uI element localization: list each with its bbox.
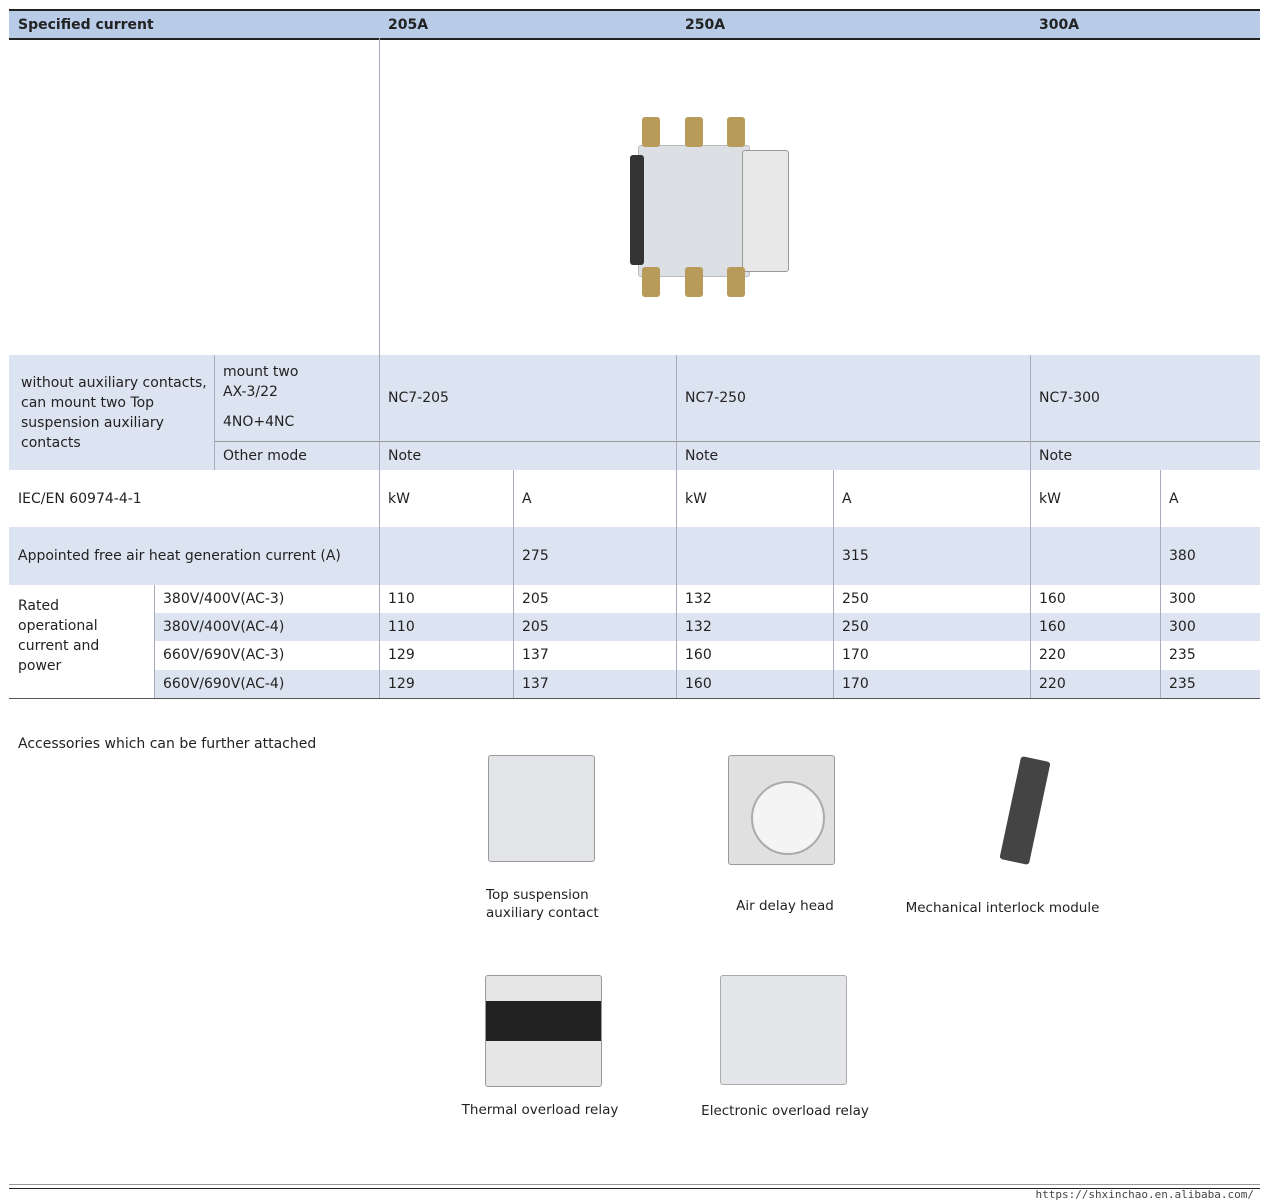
unit: A xyxy=(842,490,852,507)
rated-value: 160 xyxy=(685,676,712,692)
model-250: NC7-250 xyxy=(676,355,1030,441)
unit: kW xyxy=(1039,490,1061,507)
rated-value: 300 xyxy=(1169,591,1196,607)
iec-label: IEC/EN 60974-4-1 xyxy=(18,490,142,507)
rated-value: 300 xyxy=(1169,619,1196,635)
air-delay-head-image xyxy=(728,755,835,865)
rated-value: 110 xyxy=(388,591,415,607)
rated-value: 205 xyxy=(522,591,549,607)
unit: A xyxy=(522,490,532,507)
voltage-label: 660V/690V(AC-4) xyxy=(163,676,285,692)
rated-value: 160 xyxy=(685,647,712,663)
appointed-300: 380 xyxy=(1169,548,1196,564)
rated-value: 132 xyxy=(685,619,712,635)
contactor-image xyxy=(630,115,790,300)
caption-thermal-overload: Thermal overload relay xyxy=(461,1102,619,1118)
rated-value: 235 xyxy=(1169,676,1196,692)
unit: kW xyxy=(388,490,410,507)
header-250a: 250A xyxy=(676,11,1030,38)
model-205: NC7-205 xyxy=(379,355,676,441)
rated-label: Rated operational current and power xyxy=(18,598,100,674)
caption-top-suspension: Top suspension auxiliary contact xyxy=(486,887,599,921)
caption-electronic-overload: Electronic overload relay xyxy=(701,1103,869,1119)
rated-value: 137 xyxy=(522,647,549,663)
accessories-title: Accessories which can be further attache… xyxy=(18,736,317,752)
mount-group-label: without auxiliary contacts, can mount tw… xyxy=(9,355,214,470)
rated-value: 250 xyxy=(842,619,869,635)
voltage-label: 380V/400V(AC-4) xyxy=(163,619,285,635)
other-250: Note xyxy=(676,441,1030,470)
rated-value: 129 xyxy=(388,647,415,663)
rated-value: 132 xyxy=(685,591,712,607)
mount-label-1: mount two xyxy=(223,364,299,380)
top-suspension-image xyxy=(488,755,595,862)
electronic-overload-image xyxy=(720,975,847,1085)
model-300: NC7-300 xyxy=(1030,355,1260,441)
mount-label: mount two AX-3/22 4NO+4NC xyxy=(214,355,379,441)
rated-value: 160 xyxy=(1039,619,1066,635)
rated-value: 220 xyxy=(1039,647,1066,663)
voltage-label: 660V/690V(AC-3) xyxy=(163,647,285,663)
rated-value: 205 xyxy=(522,619,549,635)
rated-value: 137 xyxy=(522,676,549,692)
rated-value: 235 xyxy=(1169,647,1196,663)
thermal-overload-image xyxy=(485,975,602,1087)
footer-url: https://shxinchao.en.alibaba.com/ xyxy=(1035,1188,1254,1201)
appointed-250: 315 xyxy=(842,548,869,564)
appointed-205: 275 xyxy=(522,548,549,564)
other-205: Note xyxy=(379,441,676,470)
other-mode-label: Other mode xyxy=(214,441,379,470)
rated-value: 160 xyxy=(1039,591,1066,607)
unit: A xyxy=(1169,490,1179,507)
header-300a: 300A xyxy=(1030,11,1260,38)
mechanical-interlock-image xyxy=(999,756,1051,865)
rated-value: 170 xyxy=(842,647,869,663)
rated-value: 170 xyxy=(842,676,869,692)
unit: kW xyxy=(685,490,707,507)
mount-label-2: AX-3/22 xyxy=(223,384,278,400)
rated-value: 220 xyxy=(1039,676,1066,692)
voltage-label: 380V/400V(AC-3) xyxy=(163,591,285,607)
rated-value: 250 xyxy=(842,591,869,607)
rated-value: 129 xyxy=(388,676,415,692)
caption-air-delay: Air delay head xyxy=(736,898,834,914)
other-300: Note xyxy=(1030,441,1260,470)
appointed-label: Appointed free air heat generation curre… xyxy=(18,548,341,564)
mount-label-3: 4NO+4NC xyxy=(223,414,295,430)
caption-mechanical-interlock: Mechanical interlock module xyxy=(905,900,1100,916)
header-label: Specified current xyxy=(9,11,379,38)
header-205a: 205A xyxy=(379,11,676,38)
rated-value: 110 xyxy=(388,619,415,635)
